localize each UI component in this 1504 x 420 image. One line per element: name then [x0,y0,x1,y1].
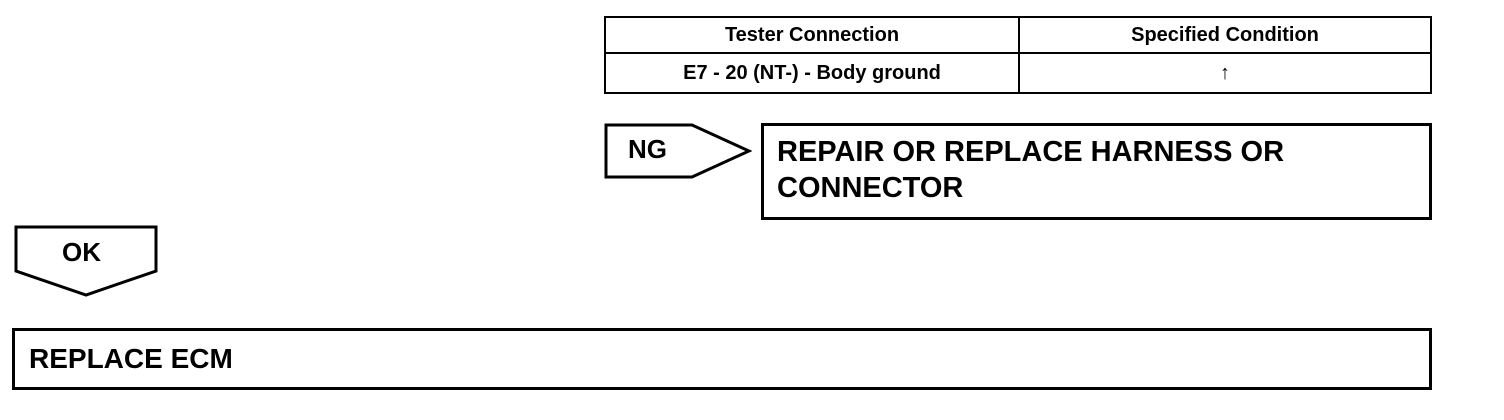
ng-arrow-shape [604,123,752,179]
repair-action-line-1: REPAIR OR REPLACE HARNESS OR [777,136,1285,168]
tester-spec-table: Tester Connection Specified Condition E7… [604,16,1432,94]
replace-ecm-action-box: REPLACE ECM [12,328,1432,390]
repair-harness-action-text: REPAIR OR REPLACE HARNESS OR CONNECTOR [777,134,1377,206]
table-header-row: Tester Connection Specified Condition [604,16,1432,54]
table-row: E7 - 20 (NT-) - Body ground ↑ [604,52,1432,94]
ok-label: OK [62,237,101,267]
ng-label: NG [628,134,667,164]
ok-arrow-shape [14,225,158,297]
repair-action-line-2: CONNECTOR [777,172,964,204]
column-header-tester-connection: Tester Connection [604,16,1020,54]
replace-ecm-action-text: REPLACE ECM [29,343,233,374]
column-header-specified-condition: Specified Condition [1018,16,1432,54]
tester-connection-cell: E7 - 20 (NT-) - Body ground [604,52,1020,94]
repair-harness-action-box: REPAIR OR REPLACE HARNESS OR CONNECTOR [761,123,1432,220]
specified-condition-cell: ↑ [1018,52,1432,94]
